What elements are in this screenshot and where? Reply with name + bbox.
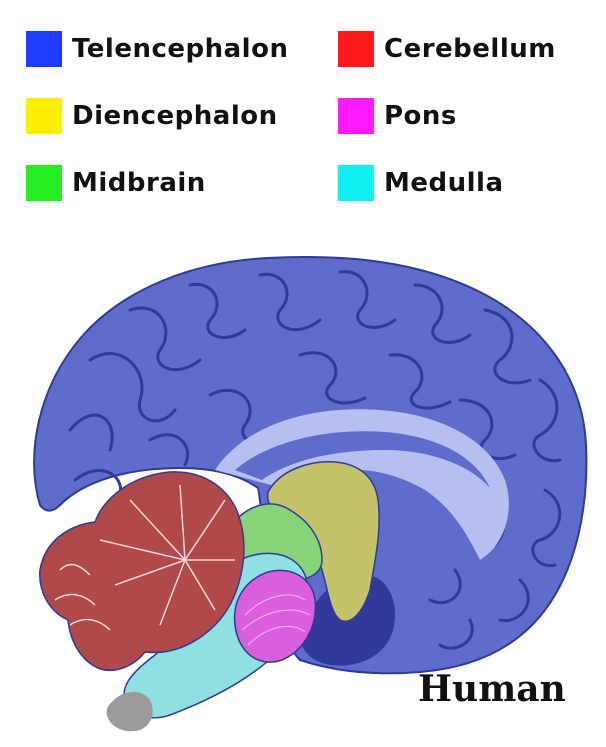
legend-swatch-cerebellum	[338, 31, 374, 67]
region-cerebellum	[39, 471, 245, 672]
corpus-callosum	[235, 431, 490, 488]
legend-item-telencephalon: Telencephalon	[26, 31, 288, 67]
legend-swatch-telencephalon	[26, 31, 62, 67]
legend-label-midbrain: Midbrain	[72, 168, 206, 198]
legend-label-telencephalon: Telencephalon	[72, 34, 289, 64]
legend-label-cerebellum: Cerebellum	[384, 34, 556, 64]
legend-swatch-midbrain	[26, 165, 62, 201]
cerebellum-folia	[54, 484, 235, 631]
legend: Telencephalon Cerebellum Diencephalon Po…	[0, 0, 606, 215]
legend-label-medulla: Medulla	[384, 168, 504, 198]
legend-swatch-diencephalon	[26, 98, 62, 134]
legend-swatch-pons	[338, 98, 374, 134]
legend-label-pons: Pons	[384, 101, 457, 131]
brain-diagram	[33, 256, 588, 732]
spinal-cord	[106, 691, 153, 732]
legend-label-diencephalon: Diencephalon	[72, 101, 278, 131]
legend-item-cerebellum: Cerebellum	[338, 31, 556, 67]
pons-striations	[241, 594, 311, 646]
gyri-pattern	[68, 270, 562, 650]
legend-item-diencephalon: Diencephalon	[26, 98, 278, 134]
legend-item-midbrain: Midbrain	[26, 165, 206, 201]
legend-swatch-medulla	[338, 165, 374, 201]
species-caption: Human	[418, 668, 566, 710]
legend-item-pons: Pons	[338, 98, 457, 134]
legend-item-medulla: Medulla	[338, 165, 504, 201]
